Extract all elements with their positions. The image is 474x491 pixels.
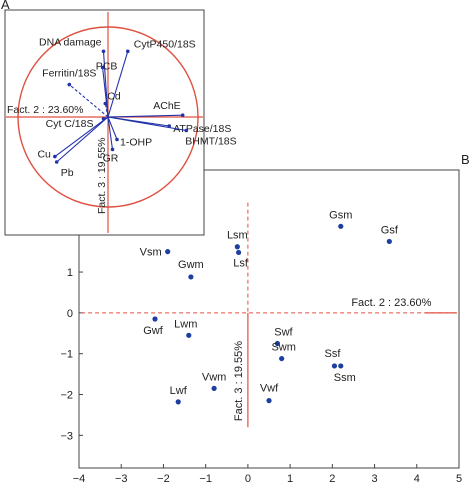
panel-a-correlation-circle <box>6 12 203 233</box>
y-tick-label: 1 <box>67 267 73 279</box>
point-label-swf: Swf <box>274 326 293 338</box>
vector-label-pb: Pb <box>61 167 74 179</box>
vector-label-1-ohp: 1-OHP <box>120 137 152 149</box>
data-point-vwm <box>211 385 217 391</box>
y-tick-label: −1 <box>60 349 73 361</box>
vector-tip-cd <box>103 101 108 106</box>
vector-label-dna-damage: DNA damage <box>39 36 102 48</box>
vector-pb <box>56 116 109 163</box>
factor-2-axis-label: Fact. 2 : 23.60% <box>351 297 431 309</box>
vector-tip-bhmt-18s <box>184 128 189 133</box>
data-point-gsm <box>338 223 344 229</box>
point-label-ssm: Ssm <box>334 372 356 384</box>
panel-b-factor-axes <box>81 202 457 428</box>
vector-tip-1-ohp <box>115 137 119 142</box>
x-tick-label: 4 <box>414 473 420 485</box>
y-tick-label: −3 <box>60 430 73 442</box>
vector-ferritin-18s <box>68 84 109 118</box>
vector-tip-ferritin-18s <box>67 82 72 87</box>
vector-label-atpase-18s: ATPase/18S <box>173 123 231 135</box>
point-label-swm: Swm <box>271 342 295 354</box>
point-label-lwm: Lwm <box>174 318 197 330</box>
data-point-gwf <box>152 316 158 322</box>
y-tick-label: −2 <box>60 390 73 402</box>
vector-1-ohp <box>107 116 118 140</box>
point-label-lsf: Lsf <box>233 257 249 269</box>
x-tick-label: 1 <box>287 473 293 485</box>
data-point-ssm <box>338 363 344 369</box>
x-tick-label: 5 <box>456 473 462 485</box>
point-label-vwm: Vwm <box>202 371 226 383</box>
vector-cytp450-18s <box>107 51 129 118</box>
data-point-gsf <box>386 238 392 245</box>
vector-label-cytp450-18s: CytP450/18S <box>134 38 196 50</box>
vector-pcb <box>102 67 109 118</box>
x-tick-label: 0 <box>245 473 251 485</box>
point-label-vsm: Vsm <box>140 247 162 259</box>
x-tick-label: −4 <box>73 473 86 485</box>
vector-tip-cytp450-18s <box>126 49 130 54</box>
point-label-gwf: Gwf <box>143 325 164 337</box>
vector-label-bhmt-18s: BHMT/18S <box>185 136 236 148</box>
x-tick-label: −2 <box>157 473 170 485</box>
vector-tip-gr <box>110 147 115 152</box>
vector-bhmt-18s <box>107 116 187 132</box>
point-label-gsf: Gsf <box>381 224 399 236</box>
x-tick-label: −1 <box>199 473 212 485</box>
vector-label-pcb: PCB <box>96 61 118 73</box>
vector-cd <box>104 103 109 118</box>
panel-b-plot-frame <box>78 169 460 469</box>
point-label-gwm: Gwm <box>178 259 204 271</box>
vector-label-cyt-c-18s: Cyt C/18S <box>46 118 94 130</box>
vector-tip-pcb <box>100 65 105 70</box>
point-label-gsm: Gsm <box>329 209 352 221</box>
panel-a-background <box>4 9 205 236</box>
data-point-ssf <box>331 363 338 369</box>
data-point-swf <box>274 340 281 347</box>
x-tick-label: 2 <box>329 473 335 485</box>
vector-label-ferritin-18s: Ferritin/18S <box>42 68 96 80</box>
data-point-swm <box>279 355 285 362</box>
vector-label-gr: GR <box>103 152 119 164</box>
vector-label-cd: Cd <box>107 91 121 103</box>
point-label-ssf: Ssf <box>324 348 341 360</box>
panel-b-letter: B <box>461 152 470 167</box>
factor-3-axis-label-a: Fact. 3 : 19.55% <box>96 138 108 214</box>
vector-ache <box>107 114 183 118</box>
point-label-lsm: Lsm <box>227 230 248 242</box>
panel-b-axis-labels: Fact. 2 : 23.60% Fact. 3 : 19.55% <box>233 297 432 421</box>
data-point-lwm <box>186 332 192 338</box>
data-point-gwm <box>188 274 194 280</box>
point-label-vwf: Vwf <box>260 383 279 395</box>
data-point-lwf <box>175 399 181 405</box>
panel-a-axis-labels: Fact. 2 : 23.60% Fact. 3 : 19.55% <box>7 104 108 214</box>
data-point-vwf <box>266 398 272 404</box>
vector-tip-ache <box>180 113 185 117</box>
panel-a-letter: A <box>1 0 10 12</box>
vector-tip-cu <box>53 154 57 159</box>
vector-tip-dna-damage <box>101 49 106 54</box>
data-point-vsm <box>165 249 171 255</box>
data-point-lsm <box>234 244 240 250</box>
data-point-lsf <box>236 249 242 256</box>
point-label-lwf: Lwf <box>170 385 188 397</box>
panel-b-frame <box>78 169 460 469</box>
x-tick-label: 3 <box>371 473 377 485</box>
factor-3-axis-label: Fact. 3 : 19.55% <box>233 341 245 421</box>
vector-label-ache: AChE <box>153 100 180 112</box>
factor-2-axis-label-a: Fact. 2 : 23.60% <box>7 104 83 116</box>
vector-gr <box>107 116 114 150</box>
vector-tip-pb <box>54 160 59 164</box>
vector-cu <box>54 116 109 158</box>
vector-label-cu: Cu <box>37 149 51 161</box>
x-tick-label: −3 <box>115 473 128 485</box>
y-tick-label: 0 <box>67 308 73 320</box>
